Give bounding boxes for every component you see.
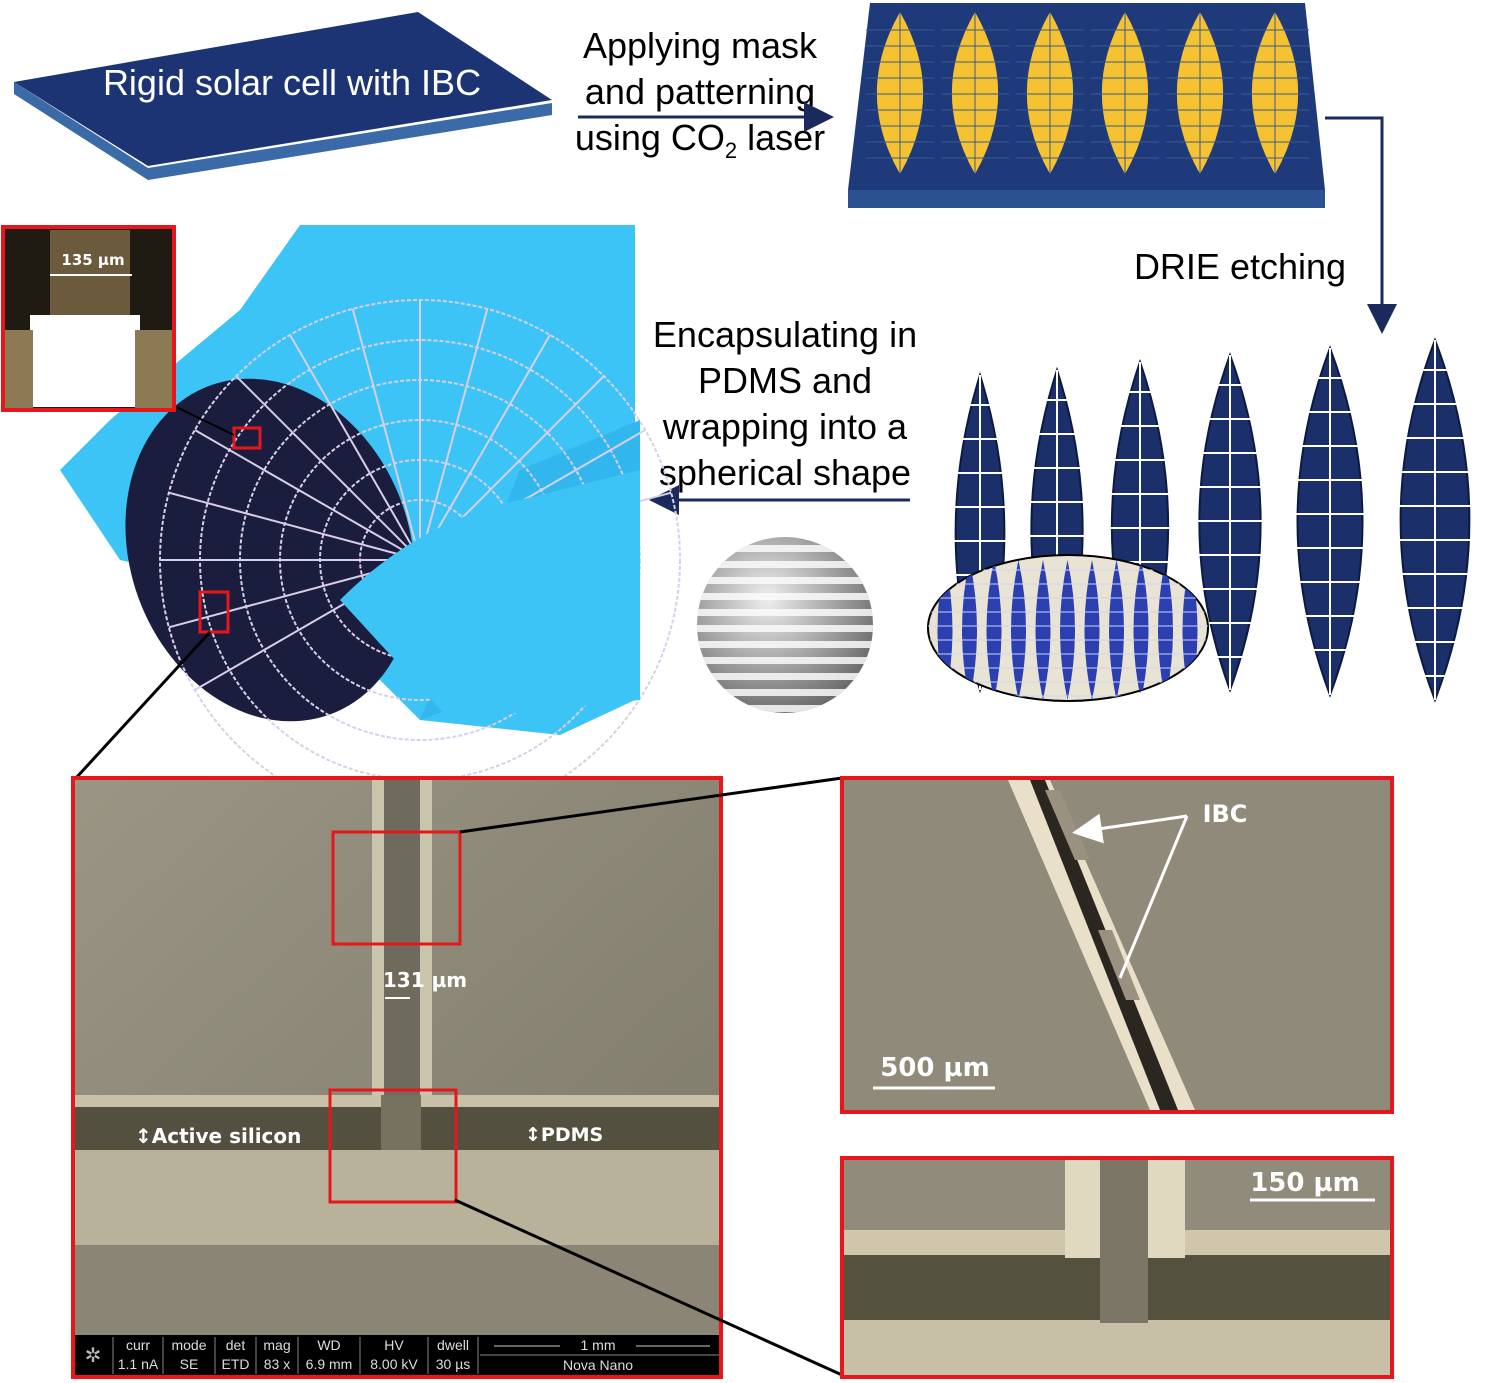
scale-150-label: 150 µm [1250,1168,1360,1198]
patterned-wafer [848,3,1325,208]
gap-micrograph-inset: 135 µm [1,225,176,412]
rigid-solar-cell: Rigid solar cell with IBC [14,12,552,180]
info-value: 6.9 mm [306,1356,353,1372]
petal [1374,337,1496,703]
zoom-box-top [331,830,462,946]
spherical-cell-photo [60,225,681,821]
encap-text-3: wrapping into a [662,406,908,447]
encap-text-4: spherical shape [659,452,911,493]
info-header: dwell [437,1337,469,1353]
info-value: ETD [222,1356,250,1372]
encap-text-1: Encapsulating in [653,314,917,355]
info-header: det [226,1337,246,1353]
info-header: curr [126,1337,150,1353]
info-header: WD [317,1337,340,1353]
info-header: HV [384,1337,404,1353]
petal [1176,352,1284,693]
sem-zoom-bottom: 150 µm [840,1156,1394,1379]
step-drie: DRIE etching [1134,116,1397,334]
inset-scale-label: 135 µm [61,251,124,269]
info-value: 1.1 nA [118,1356,159,1372]
step-mask-patterning: Applying mask and patterning using CO2 l… [575,25,834,163]
ibc-label: IBC [1203,800,1248,828]
mask-text-3: using CO2 laser [575,117,825,163]
info-value: 8.00 kV [370,1356,418,1372]
rigid-cell-label: Rigid solar cell with IBC [103,62,481,103]
pdms-label: ↕PDMS [525,1124,603,1146]
gap-width-label: 131 µm [383,968,467,992]
info-value: SE [180,1356,199,1372]
sem-zoom-top: IBC 500 µm [840,776,1394,1114]
petal-photo-inset [927,554,1209,702]
info-header: mode [171,1337,206,1353]
sem-main-image: 131 µm ↕Active silicon ↕PDMS ✲ curr 1.1 n… [71,776,723,1379]
info-header: mag [263,1337,290,1353]
encap-text-2: PDMS and [698,360,872,401]
highlight-box-top [232,426,262,450]
info-value: 83 x [264,1356,290,1372]
drie-label: DRIE etching [1134,246,1346,287]
sem-scale-label: 1 mm [581,1337,616,1353]
step-encapsulate: Encapsulating in PDMS and wrapping into … [649,314,917,515]
highlight-box-bottom [198,590,230,634]
info-value: 30 µs [436,1356,471,1372]
sphere-model [697,537,873,713]
zoom-box-bottom [328,1088,458,1204]
mask-text-2: and patterning [585,71,815,112]
fei-logo-icon: ✲ [85,1345,102,1367]
mask-text-1: Applying mask [583,25,818,66]
petal [1272,345,1388,698]
active-silicon-label: ↕Active silicon [135,1124,301,1148]
instrument-label: Nova Nano [563,1357,633,1373]
scale-500-label: 500 µm [880,1053,990,1083]
